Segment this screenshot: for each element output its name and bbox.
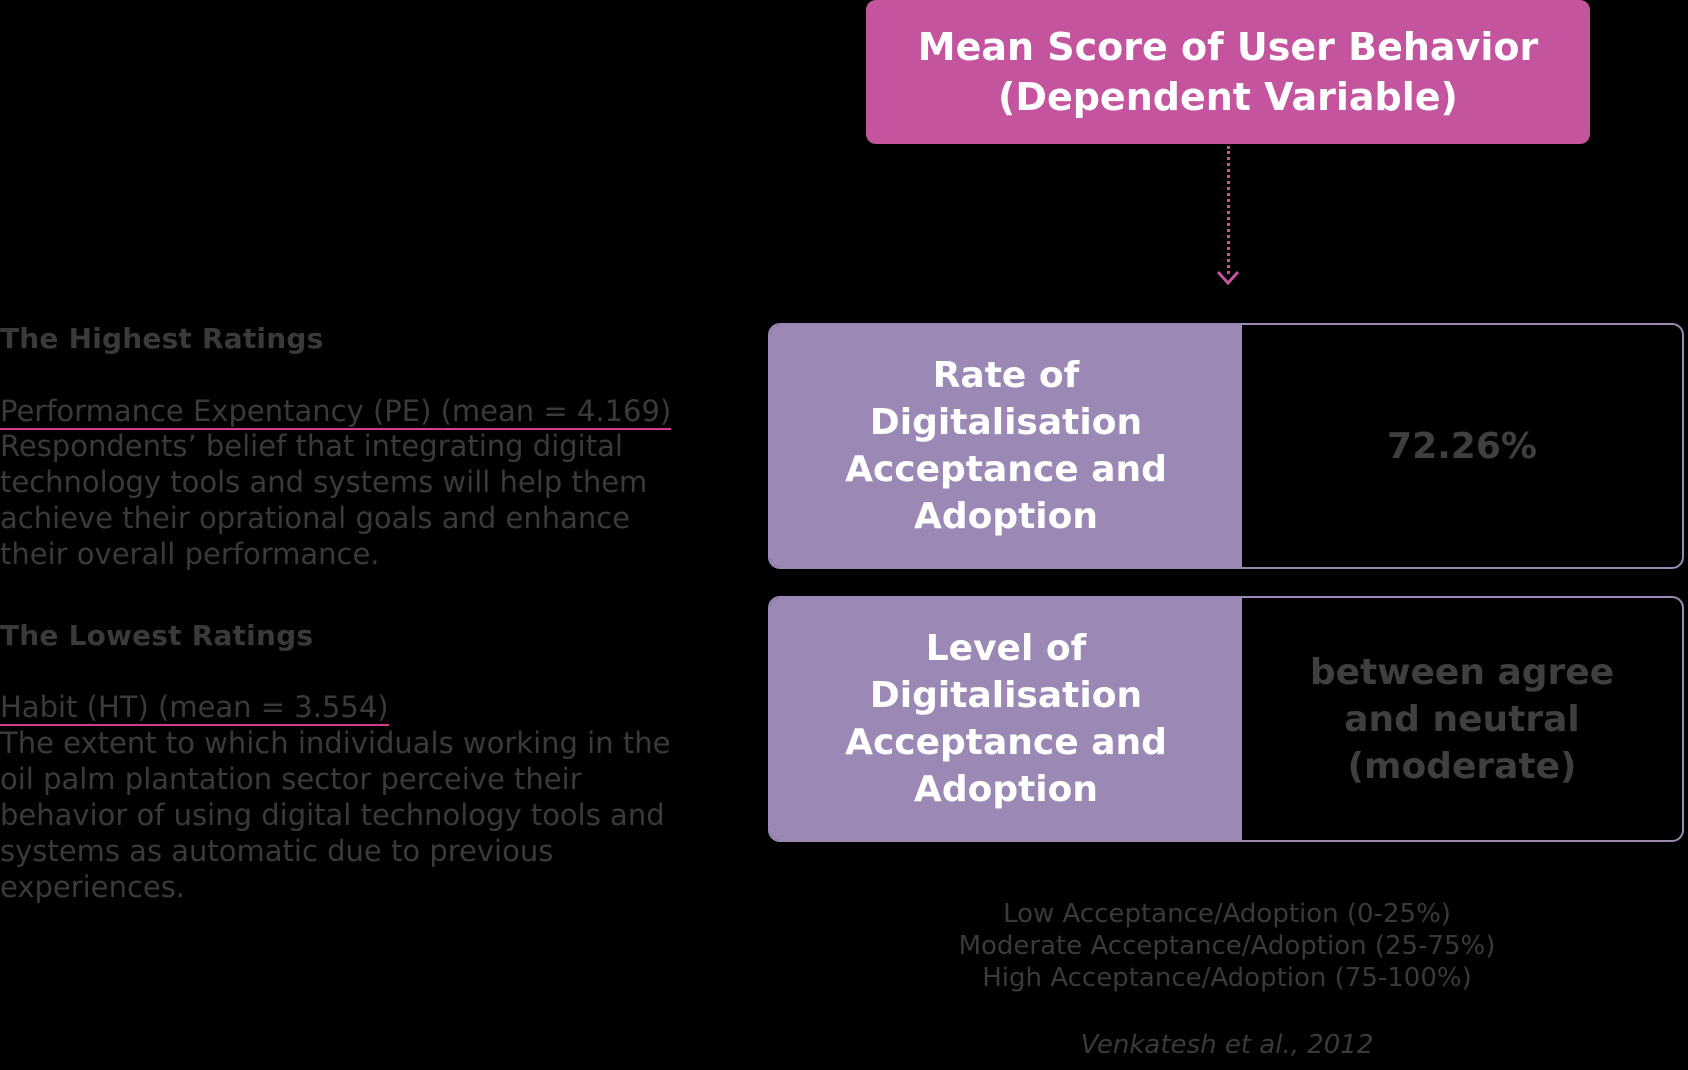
level-value-line: and neutral xyxy=(1344,698,1580,740)
lowest-metric: Habit (HT) (mean = 3.554) xyxy=(0,690,389,726)
rate-value: 72.26% xyxy=(1242,325,1682,567)
scale-legend: Low Acceptance/Adoption (0-25%) Moderate… xyxy=(900,898,1554,994)
highest-ratings-heading: The Highest Ratings xyxy=(0,322,324,355)
level-value: between agree and neutral (moderate) xyxy=(1242,598,1682,840)
level-label-line: Digitalisation xyxy=(869,675,1143,716)
level-label-line: Adoption xyxy=(913,769,1099,810)
scale-high: High Acceptance/Adoption (75-100%) xyxy=(982,963,1472,993)
dependent-variable-subtitle: (Dependent Variable) xyxy=(998,75,1458,119)
dependent-variable-box: Mean Score of User Behavior (Dependent V… xyxy=(866,0,1590,144)
highest-metric: Performance Expentancy (PE) (mean = 4.16… xyxy=(0,394,672,430)
rate-label-line: Adoption xyxy=(913,496,1099,537)
level-label-line: Acceptance and xyxy=(845,722,1167,763)
rate-row: Rate of Digitalisation Acceptance and Ad… xyxy=(768,323,1684,569)
level-label-line: Level of xyxy=(925,628,1087,669)
rate-label-line: Acceptance and xyxy=(845,449,1167,490)
level-value-line: between agree xyxy=(1309,651,1615,693)
connector-line xyxy=(1227,146,1230,274)
lowest-ratings-heading: The Lowest Ratings xyxy=(0,619,314,652)
lowest-description: The extent to which individuals working … xyxy=(0,726,671,904)
rate-label-line: Digitalisation xyxy=(869,402,1143,443)
citation: Venkatesh et al., 2012 xyxy=(1080,1030,1374,1060)
scale-moderate: Moderate Acceptance/Adoption (25-75%) xyxy=(958,931,1496,961)
level-label: Level of Digitalisation Acceptance and A… xyxy=(770,598,1242,840)
level-value-line: (moderate) xyxy=(1347,745,1577,787)
rate-label: Rate of Digitalisation Acceptance and Ad… xyxy=(770,325,1242,567)
level-row: Level of Digitalisation Acceptance and A… xyxy=(768,596,1684,842)
rate-value-text: 72.26% xyxy=(1387,425,1537,467)
chevron-down-icon xyxy=(1216,270,1240,286)
rate-label-line: Rate of xyxy=(932,355,1080,396)
highest-description: Respondents’ belief that integrating dig… xyxy=(0,429,648,571)
scale-low: Low Acceptance/Adoption (0-25%) xyxy=(1003,899,1451,929)
dependent-variable-title: Mean Score of User Behavior xyxy=(917,25,1539,69)
